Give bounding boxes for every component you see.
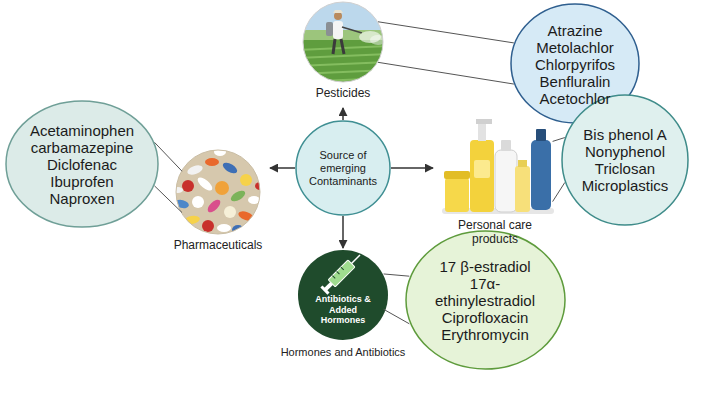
photo-frame [176,150,260,234]
contaminant-item: Triclosan [582,160,669,177]
illustrated-node: Antibiotics & Added HormonesHormones and… [273,250,413,364]
ellipse-shape [6,101,158,227]
pesticide-illustration [300,0,390,85]
category-label: Pesticides [293,86,393,100]
contaminant-item: Ciprofloxacin [423,309,547,326]
text-stack: AcetaminophencarbamazepineDiclofenacIbup… [30,122,134,207]
arrow-connector [270,167,295,169]
badge-illustration [298,250,388,340]
ellipse-node: Source of emerging Contaminants [295,120,391,216]
leader-line [154,142,182,212]
contaminant-item: Metolachlor [535,38,615,55]
illustrated-node: Pesticides [293,2,393,106]
ellipse-shape [406,231,565,369]
contaminant-item: Chlorpyrifos [535,55,615,72]
photo-frame [303,2,383,82]
contaminant-item: Atrazine [535,21,615,38]
contaminant-item: Acetaminophen [30,122,134,139]
text-stack: Bis phenol ANonyphenolTriclosanMicroplas… [582,126,669,194]
contaminant-item: Nonyphenol [582,143,669,160]
contaminant-item: Erythromycin [423,326,547,343]
arrow-connector [342,108,344,120]
arrow-connector [391,167,433,169]
ellipse-shape [562,95,688,225]
text-stack: Source of emerging Contaminants [307,149,379,188]
ellipse-node: 17 β-estradiol17α- ethinylestradiolCipro… [405,230,566,370]
category-label: Hormones and Antibiotics [273,346,413,359]
contaminant-item: Ibuprofen [30,173,134,190]
contaminant-item: Diclofenac [30,156,134,173]
ellipse-node: AcetaminophencarbamazepineDiclofenacIbup… [5,100,159,228]
badge-text: Antibiotics & Added Hormones [307,294,379,326]
illustrated-node: Personal care products [435,112,555,252]
ellipse-shape [296,121,390,215]
leader-line [378,22,514,84]
category-label: Pharmaceuticals [168,238,268,252]
text-stack: 17 β-estradiol17α- ethinylestradiolCipro… [423,258,547,343]
contaminant-item: Bis phenol A [582,126,669,143]
contaminant-item: 17 β-estradiol [423,258,547,275]
contaminant-item: Naproxen [30,190,134,207]
arrow-connector [342,216,344,248]
contaminant-item: Acetochlor [535,89,615,106]
contaminant-item: carbamazepine [30,139,134,156]
contaminant-item: Benfluralin [535,72,615,89]
pills-illustration [170,145,270,240]
ellipse-node: Bis phenol ANonyphenolTriclosanMicroplas… [561,94,689,226]
contaminant-item: 17α- ethinylestradiol [423,275,547,309]
text-stack: AtrazineMetolachlorChlorpyrifosBenflural… [535,21,615,106]
category-label: Personal care products [450,218,540,246]
center-label: Source of emerging Contaminants [307,149,379,188]
illustrated-node: Pharmaceuticals [168,150,268,256]
contaminant-item: Microplastics [582,177,669,194]
bottles-illustration [442,119,554,214]
